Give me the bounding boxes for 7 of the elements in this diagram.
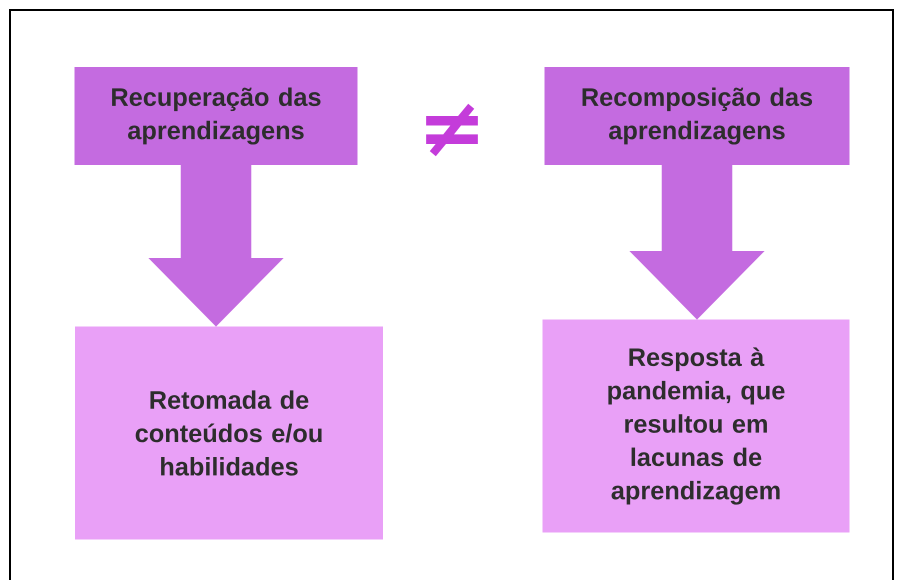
not-equal-sign: ≠ xyxy=(426,104,478,156)
block-arrow xyxy=(629,165,765,320)
block-arrow xyxy=(148,165,284,327)
process-box: Resposta à pandemia, que resultou em lacunas de aprendizagem xyxy=(542,320,850,532)
process-box: Recuperação das aprendizagens xyxy=(74,67,358,165)
process-box: Recomposição das aprendizagens xyxy=(544,67,850,165)
process-box: Retomada de conteúdos e/ou habilidades xyxy=(75,326,383,540)
